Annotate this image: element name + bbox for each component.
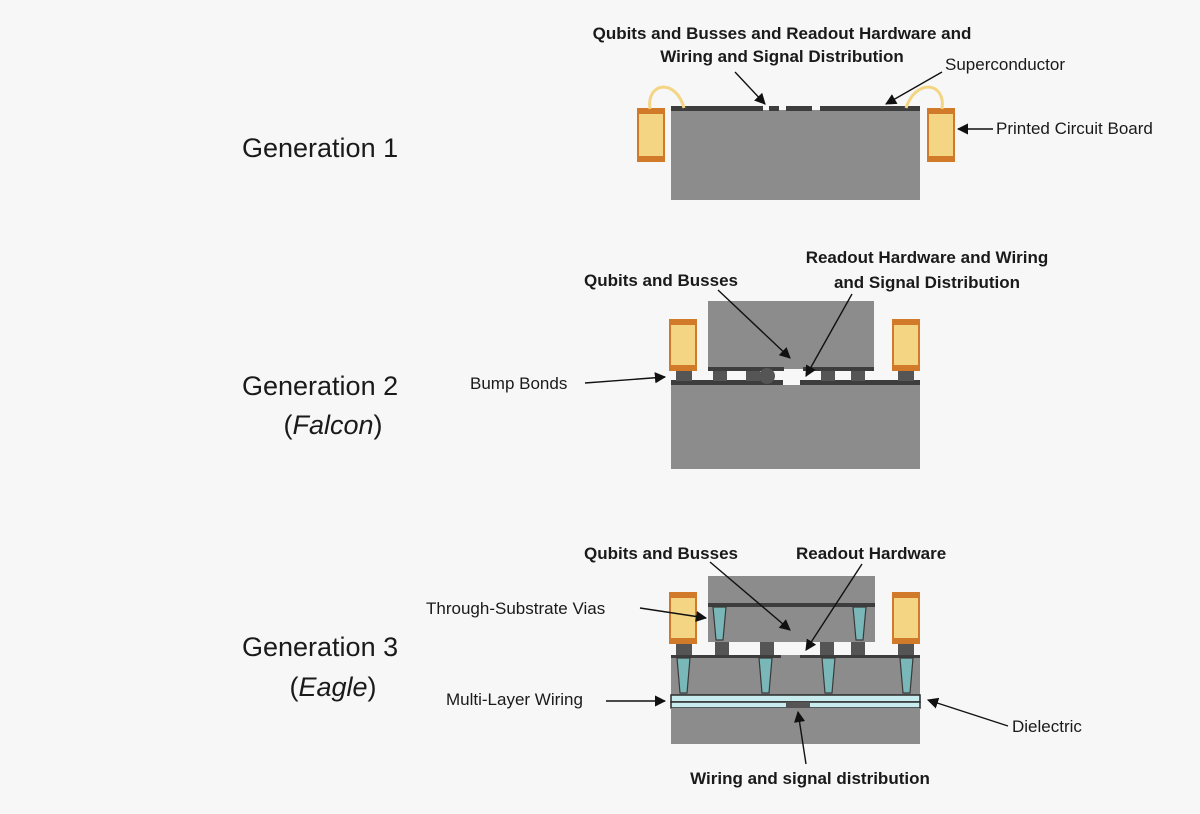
- g3-bottom-substrate: [671, 708, 920, 744]
- generation-3-section: Generation 3 (Eagle): [242, 544, 1082, 788]
- g1-top-label-line2: Wiring and Signal Distribution: [660, 47, 904, 66]
- g2-qubit-chip: [708, 301, 874, 369]
- dielectric-pointer: [926, 697, 1009, 727]
- generation-3-chip: [669, 576, 921, 744]
- superconductor-label: Superconductor: [945, 55, 1065, 74]
- multi-layer-wiring-label: Multi-Layer Wiring: [446, 690, 583, 709]
- g3-readout-pointer: [805, 563, 863, 651]
- g2-qubits-pointer: [717, 289, 791, 359]
- generation-3-title: Generation 3: [242, 632, 398, 662]
- g2-interposer: [671, 385, 920, 469]
- generation-2-codename: (Falcon): [283, 410, 382, 440]
- g2-readout-label-line1: Readout Hardware and Wiring: [806, 248, 1049, 267]
- generation-2-title: Generation 2: [242, 371, 398, 401]
- g1-wire-bond-right: [904, 85, 944, 110]
- wiring-signal-label: Wiring and signal distribution: [690, 769, 930, 788]
- g3-bump-bonds: [676, 642, 914, 655]
- pcb-label: Printed Circuit Board: [996, 119, 1153, 138]
- g2-pcb-left: [669, 319, 697, 371]
- g3-pcb-left: [669, 592, 697, 644]
- bump-bonds-label: Bump Bonds: [470, 374, 567, 393]
- g1-superconductor-pads: [671, 106, 920, 111]
- g1-top-label-line1: Qubits and Busses and Readout Hardware a…: [593, 24, 972, 43]
- g3-readout-label: Readout Hardware: [796, 544, 946, 563]
- g2-bump-bonds: [676, 368, 914, 384]
- g1-substrate: [671, 110, 920, 200]
- g1-pcb-right: [927, 108, 955, 162]
- g3-pcb-right: [892, 592, 920, 644]
- bump-bonds-pointer: [584, 372, 667, 384]
- generation-2-section: Generation 2 (Falcon): [242, 248, 1048, 469]
- through-vias-label: Through-Substrate Vias: [426, 599, 605, 618]
- generation-1-chip: [637, 85, 955, 200]
- generation-1-title: Generation 1: [242, 133, 398, 163]
- superconductor-pointer: [885, 71, 943, 105]
- g2-qubits-label: Qubits and Busses: [584, 271, 738, 290]
- g1-top-pointer: [734, 71, 766, 105]
- generation-2-chip: [669, 301, 920, 469]
- dielectric-label: Dielectric: [1012, 717, 1082, 736]
- g3-middle-substrate: [671, 655, 920, 695]
- g2-pcb-right: [892, 319, 920, 371]
- wiring-signal-pointer: [793, 710, 807, 765]
- g3-qubits-label: Qubits and Busses: [584, 544, 738, 563]
- g2-readout-pointer: [805, 293, 853, 377]
- g3-qubit-chip: [708, 576, 875, 642]
- g1-pcb-left: [637, 108, 665, 162]
- g2-readout-label-line2: and Signal Distribution: [834, 273, 1020, 292]
- generation-3-codename: (Eagle): [289, 672, 376, 702]
- g3-qubits-pointer: [709, 561, 791, 631]
- generation-1-section: Generation 1 Qubits and Busses and Reado…: [242, 24, 1153, 200]
- g3-through-substrate-vias: [676, 657, 914, 694]
- g3-dielectric-layer-1: [670, 694, 921, 703]
- through-vias-pointer: [639, 607, 708, 623]
- g1-wire-bond-left: [648, 85, 686, 110]
